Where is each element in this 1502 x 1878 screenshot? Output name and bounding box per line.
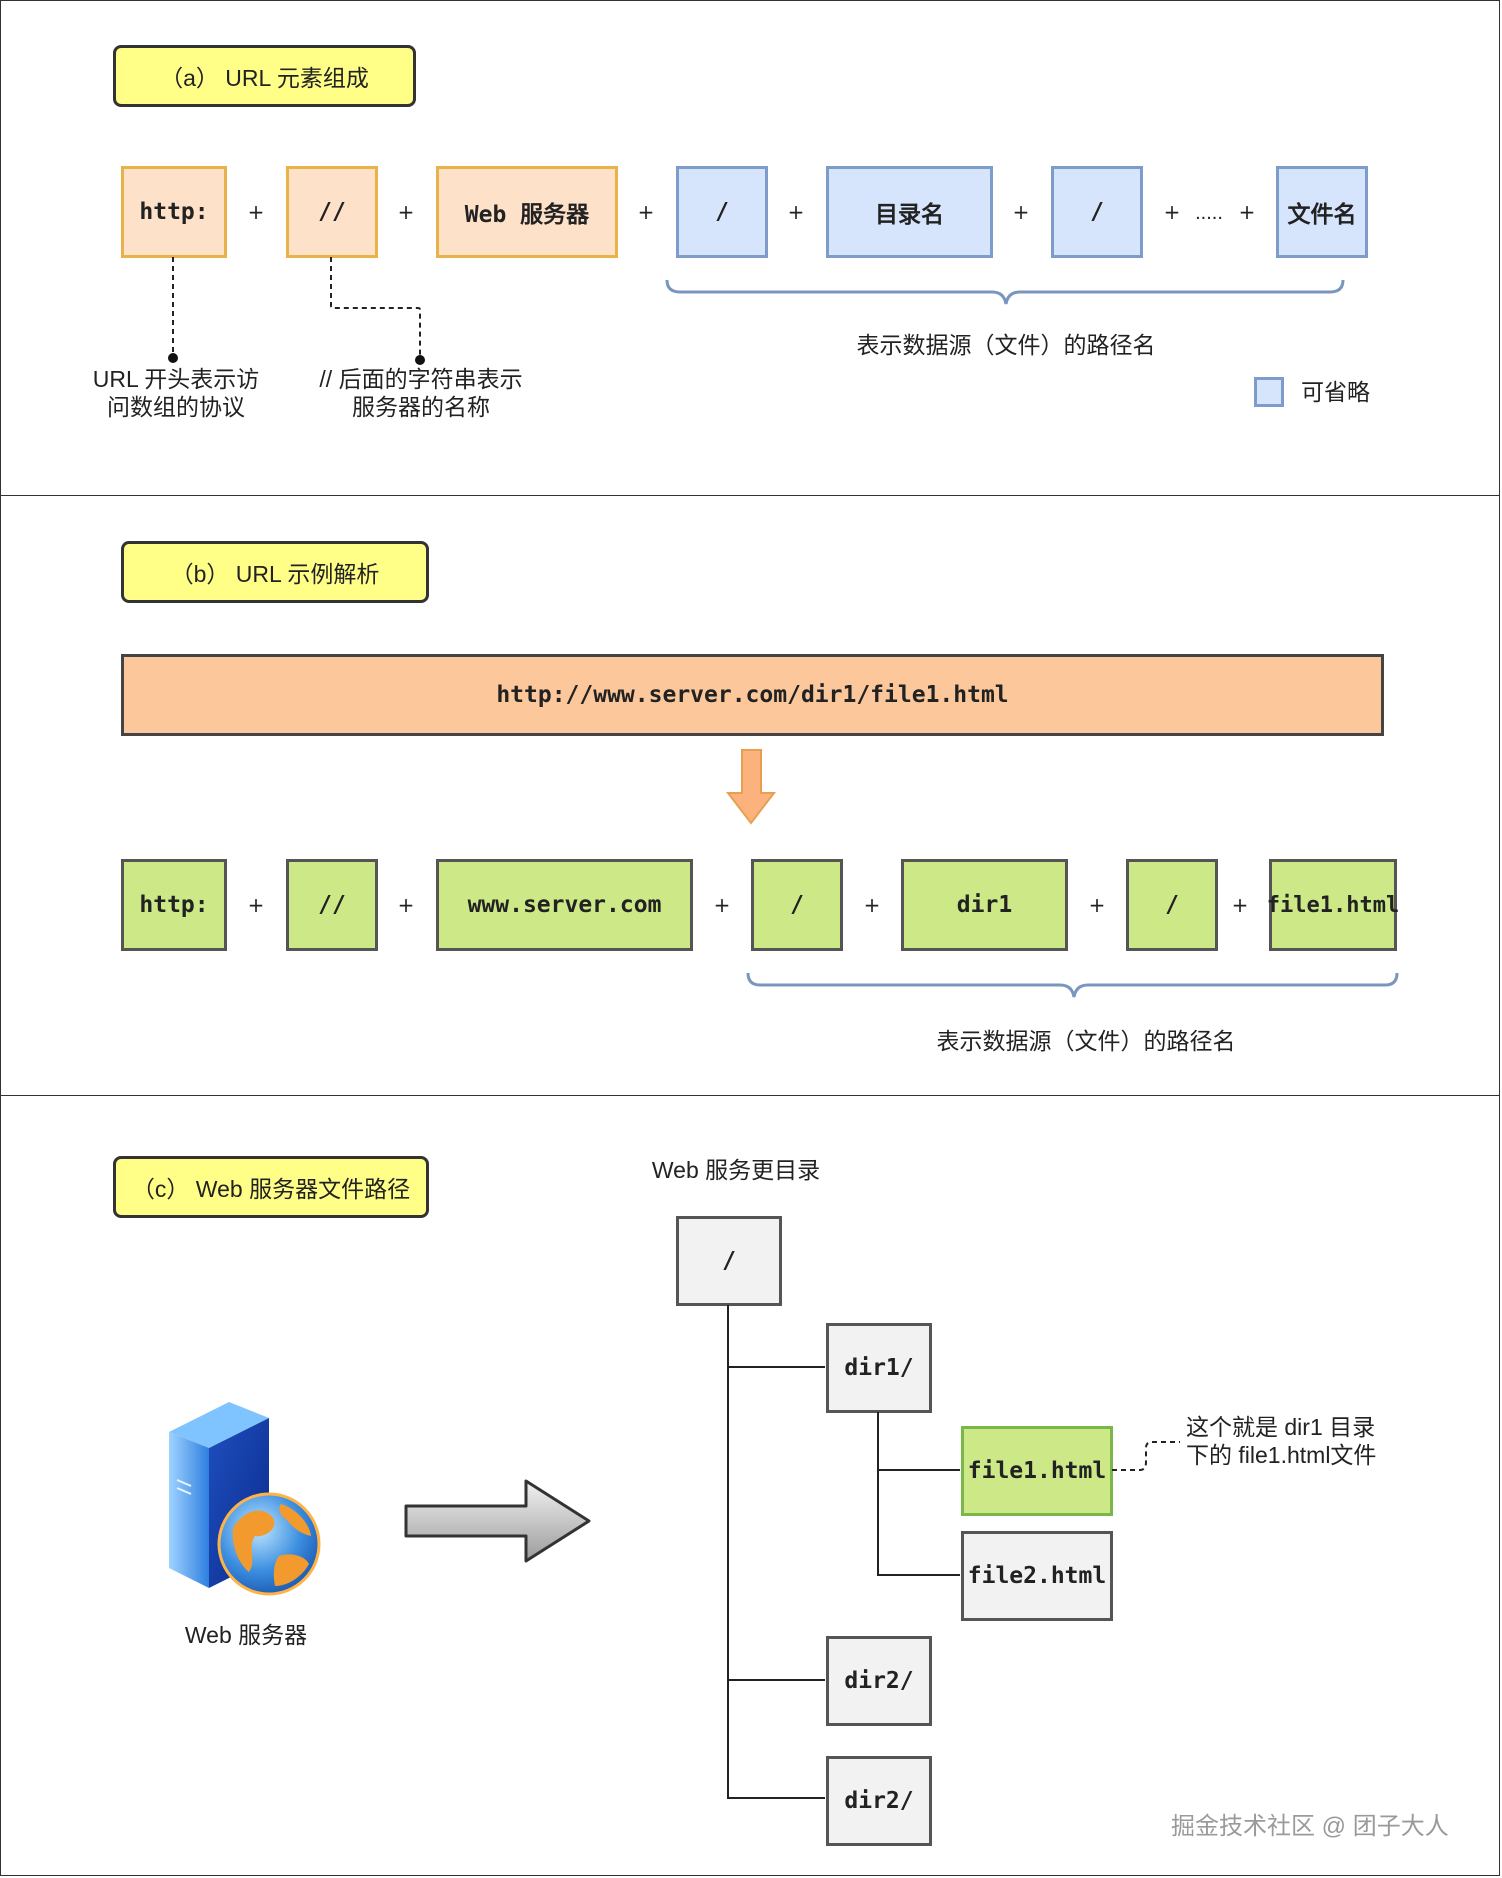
example-slash: /	[751, 859, 843, 951]
plus-sign: +	[1163, 200, 1181, 224]
example-slash-2: /	[1126, 859, 1218, 951]
plus-sign: +	[1012, 200, 1030, 224]
url-bar: http://www.server.com/dir1/file1.html	[121, 654, 1384, 736]
file1-note-line2: 下的 file1.html文件	[1186, 1442, 1377, 1468]
tree-dir1: dir1/	[826, 1323, 932, 1413]
note-server: // 后面的字符串表示 服务器的名称	[301, 365, 541, 421]
plus-sign: +	[637, 200, 655, 224]
arrow-right-icon	[404, 1479, 591, 1563]
component-slash: /	[676, 166, 768, 258]
plus-sign: +	[397, 893, 415, 917]
component-protocol: http:	[121, 166, 227, 258]
component-web-server: Web 服务器	[436, 166, 618, 258]
leader-server	[330, 257, 421, 358]
tree-file2: file2.html	[961, 1531, 1113, 1621]
plus-sign: +	[1088, 893, 1106, 917]
example-dir1: dir1	[901, 859, 1068, 951]
leader-protocol-dot	[168, 353, 178, 363]
panel-c-title: （c） Web 服务器文件路径	[113, 1156, 429, 1218]
plus-sign: +	[247, 200, 265, 224]
file1-note-line1: 这个就是 dir1 目录	[1186, 1414, 1376, 1440]
plus-sign: +	[247, 893, 265, 917]
server-globe-icon	[169, 1402, 321, 1596]
brace-label: 表示数据源（文件）的路径名	[856, 332, 1156, 358]
note-server-line2: 服务器的名称	[352, 394, 490, 420]
legend-swatch	[1254, 377, 1284, 407]
tree-file1: file1.html	[961, 1426, 1113, 1516]
note-protocol: URL 开头表示访 问数组的协议	[71, 365, 281, 421]
example-host: www.server.com	[436, 859, 693, 951]
example-double-slash: //	[286, 859, 378, 951]
down-arrow-icon	[725, 749, 777, 825]
component-slash-2: /	[1051, 166, 1143, 258]
ellipsis: .....	[1195, 202, 1223, 224]
plus-sign: +	[863, 893, 881, 917]
example-protocol: http:	[121, 859, 227, 951]
tree-line-root	[727, 1305, 825, 1799]
note-protocol-line1: URL 开头表示访	[92, 366, 260, 392]
file1-note: 这个就是 dir1 目录 下的 file1.html文件	[1186, 1413, 1406, 1469]
plus-sign: +	[787, 200, 805, 224]
panel-b-title: （b） URL 示例解析	[121, 541, 429, 603]
tree-root: /	[676, 1216, 782, 1306]
note-server-line1: // 后面的字符串表示	[319, 366, 523, 392]
component-file-name: 文件名	[1276, 166, 1368, 258]
root-label: Web 服务更目录	[651, 1157, 821, 1183]
watermark: 掘金技术社区 @ 团子大人	[1171, 1813, 1449, 1840]
note-connector	[1112, 1441, 1180, 1471]
brace-label: 表示数据源（文件）的路径名	[936, 1028, 1236, 1054]
panel-url-elements: （a） URL 元素组成 http: + // + Web 服务器 + / + …	[0, 0, 1500, 496]
tree-dir2a: dir2/	[826, 1636, 932, 1726]
leader-server-dot	[415, 355, 425, 365]
plus-sign: +	[397, 200, 415, 224]
note-protocol-line2: 问数组的协议	[107, 394, 245, 420]
plus-sign: +	[713, 893, 731, 917]
tree-line-dir1-children	[877, 1412, 960, 1576]
example-file: file1.html	[1267, 859, 1399, 951]
plus-sign: +	[1238, 200, 1256, 224]
legend-label: 可省略	[1301, 379, 1370, 405]
component-double-slash: //	[286, 166, 378, 258]
brace-a	[665, 279, 1345, 305]
tree-dir2b: dir2/	[826, 1756, 932, 1846]
server-label: Web 服务器	[184, 1622, 308, 1648]
component-directory-name: 目录名	[826, 166, 993, 258]
panel-server-path: （c） Web 服务器文件路径 Web 服务更目录 / dir1/ file1.…	[0, 1095, 1500, 1876]
plus-sign: +	[1231, 893, 1249, 917]
brace-b	[746, 972, 1399, 998]
panel-a-title: （a） URL 元素组成	[113, 45, 416, 107]
